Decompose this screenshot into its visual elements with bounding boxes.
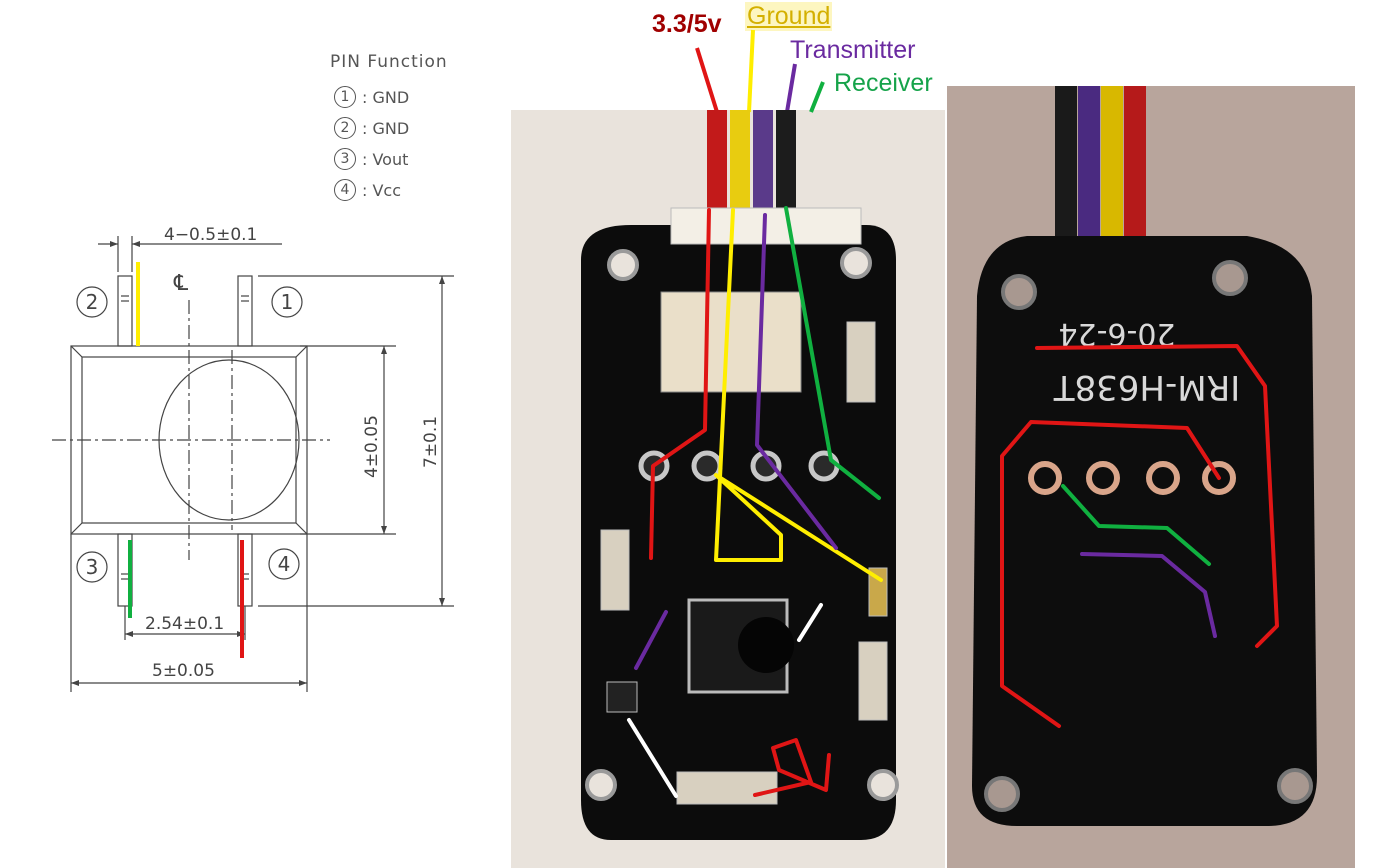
board-front-photo	[511, 29, 945, 868]
mechanical-drawing: 2 1 3 4 4−0.5±0.1 ℄ 2.54±0.1 5±0.05 4±0.…	[52, 225, 454, 692]
receiver-wire-label: Receiver	[834, 69, 933, 97]
pin-label-2: 2	[86, 290, 99, 314]
dim-pitch: 2.54±0.1	[145, 614, 224, 634]
pin-label-4: 4	[278, 552, 291, 576]
pin-number-circle: 4	[334, 179, 356, 201]
pin-row-2: 2 : GND	[334, 117, 409, 139]
dim-width: 5±0.05	[152, 661, 215, 681]
pin-label-1: 1	[281, 290, 294, 314]
pin-row-1: 1 : GND	[334, 86, 409, 108]
board-back-photo: IRM-H638T 20-6-24	[947, 86, 1355, 868]
ir-lens	[738, 617, 794, 673]
part-number-text: IRM-H638T	[1054, 367, 1241, 407]
vcc-wire-label: 3.3/5v	[652, 10, 722, 38]
dim-height: 7±0.1	[421, 416, 441, 468]
pin-row-4: 4 : Vcc	[334, 179, 401, 201]
pin-3-marker	[76, 551, 108, 583]
pin-function-label: : Vout	[362, 149, 409, 169]
pin-number-circle: 2	[334, 117, 356, 139]
centerline-symbol: ℄	[173, 271, 189, 296]
ground-wire-label: Ground	[745, 2, 833, 31]
pin-row-3: 3 : Vout	[334, 148, 408, 170]
pin-label-3: 3	[86, 555, 99, 579]
pin-number-circle: 1	[334, 86, 356, 108]
pin-function-label: : Vcc	[362, 180, 402, 200]
pin-2-marker	[76, 286, 108, 318]
pcb-back	[972, 236, 1317, 826]
pin-function-label: : GND	[362, 118, 410, 138]
pin-2-lead	[117, 275, 133, 347]
pin-4-marker	[268, 548, 300, 580]
dim-pin-width: 4−0.5±0.1	[164, 225, 257, 245]
transmitter-wire-label: Transmitter	[790, 36, 916, 64]
dim-lens: 4±0.05	[362, 415, 382, 478]
pin-function-label: : GND	[362, 87, 410, 107]
pin-1-marker	[271, 286, 303, 318]
pin-function-title: PIN Function	[330, 52, 448, 72]
pin-number-circle: 3	[334, 148, 356, 170]
pin-1-lead	[237, 275, 253, 347]
